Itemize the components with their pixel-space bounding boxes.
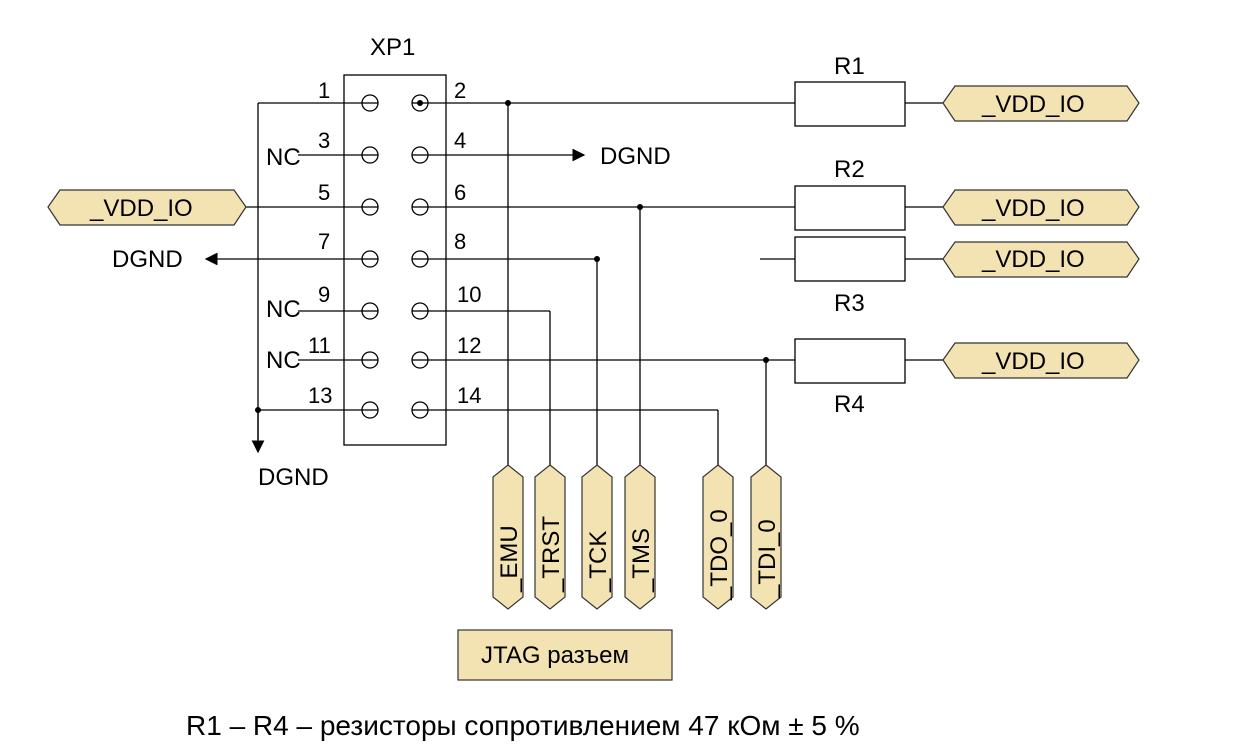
pin-number-13: 13 (308, 383, 332, 408)
pin-number-14: 14 (457, 383, 481, 408)
resistor-r3: R3 (794, 236, 906, 317)
ground-label-right: DGND (600, 143, 671, 170)
vdd-label-r1: _VDD_IO (981, 91, 1085, 118)
junction-dot (594, 256, 600, 262)
signal-label-tdi: _TDI_0 (754, 519, 781, 599)
resistor-r1: R1 (794, 53, 906, 127)
pin-number-4: 4 (454, 128, 466, 153)
pin-number-6: 6 (454, 180, 466, 205)
signal-port-tck: _TCK (581, 464, 613, 610)
signal-label-tms: _TMS (628, 528, 655, 593)
vdd-port-r1: _VDD_IO (942, 85, 1140, 122)
vdd-port-r2: _VDD_IO (942, 189, 1140, 226)
signal-port-trst: _TRST (534, 464, 566, 610)
resistor-label-r2: R2 (834, 156, 865, 183)
pin-number-8: 8 (454, 229, 466, 254)
signal-label-trst: _TRST (538, 516, 565, 593)
junction-dot (255, 407, 261, 413)
pin-number-1: 1 (318, 78, 330, 103)
signal-port-emu: _EMU (492, 464, 524, 610)
connector-pins (361, 94, 429, 419)
pin-numbers: 1 2 3 4 5 6 7 8 9 10 11 12 13 14 (308, 78, 481, 408)
connector-caption-box: JTAG разъем (457, 629, 673, 681)
connector-caption: JTAG разъем (481, 642, 629, 669)
junction-dot (763, 357, 769, 363)
junction-dot (637, 204, 643, 210)
vdd-port-r4: _VDD_IO (942, 342, 1140, 379)
right-junctions (505, 100, 769, 363)
pin-number-12: 12 (457, 333, 481, 358)
junction-dot (505, 100, 511, 106)
vdd-label-r3: _VDD_IO (981, 246, 1085, 273)
resistor-label-r1: R1 (834, 53, 865, 80)
vdd-port-r3: _VDD_IO (942, 241, 1140, 278)
signal-label-tck: _TCK (585, 531, 612, 593)
pin-number-7: 7 (318, 229, 330, 254)
left-wiring (246, 102, 362, 440)
ground-label-left: DGND (112, 246, 183, 273)
vdd-label-r2: _VDD_IO (981, 195, 1085, 222)
pin-number-3: 3 (318, 128, 330, 153)
signal-port-tdi: _TDI_0 (750, 464, 782, 610)
connector-ref: XP1 (370, 34, 415, 61)
pin-number-2: 2 (454, 78, 466, 103)
vdd-port-left: _VDD_IO (47, 189, 247, 226)
footnote: R1 – R4 – резисторы сопротивлением 47 кО… (186, 710, 860, 741)
pin-number-5: 5 (318, 180, 330, 205)
resistor-r2: R2 (794, 156, 906, 231)
nc-label-9: NC (266, 296, 301, 323)
nc-label-11: NC (266, 347, 301, 374)
resistor-r4: R4 (794, 338, 906, 418)
signal-label-emu: _EMU (496, 525, 523, 593)
connector-body (343, 74, 447, 446)
pin-number-10: 10 (457, 282, 481, 307)
pin-number-9: 9 (318, 282, 330, 307)
signal-port-tdo: _TDO_0 (702, 464, 734, 610)
signal-port-tms: _TMS (624, 464, 656, 610)
pin-number-11: 11 (308, 333, 331, 358)
resistor-label-r3: R3 (834, 290, 865, 317)
ground-label-bottom: DGND (258, 464, 329, 491)
right-wiring (428, 102, 943, 470)
signal-label-tdo: _TDO_0 (706, 509, 733, 601)
resistor-label-r4: R4 (834, 391, 865, 418)
nc-label-3: NC (266, 144, 301, 171)
vdd-label-r4: _VDD_IO (981, 348, 1085, 375)
vdd-label-left: _VDD_IO (89, 195, 193, 222)
